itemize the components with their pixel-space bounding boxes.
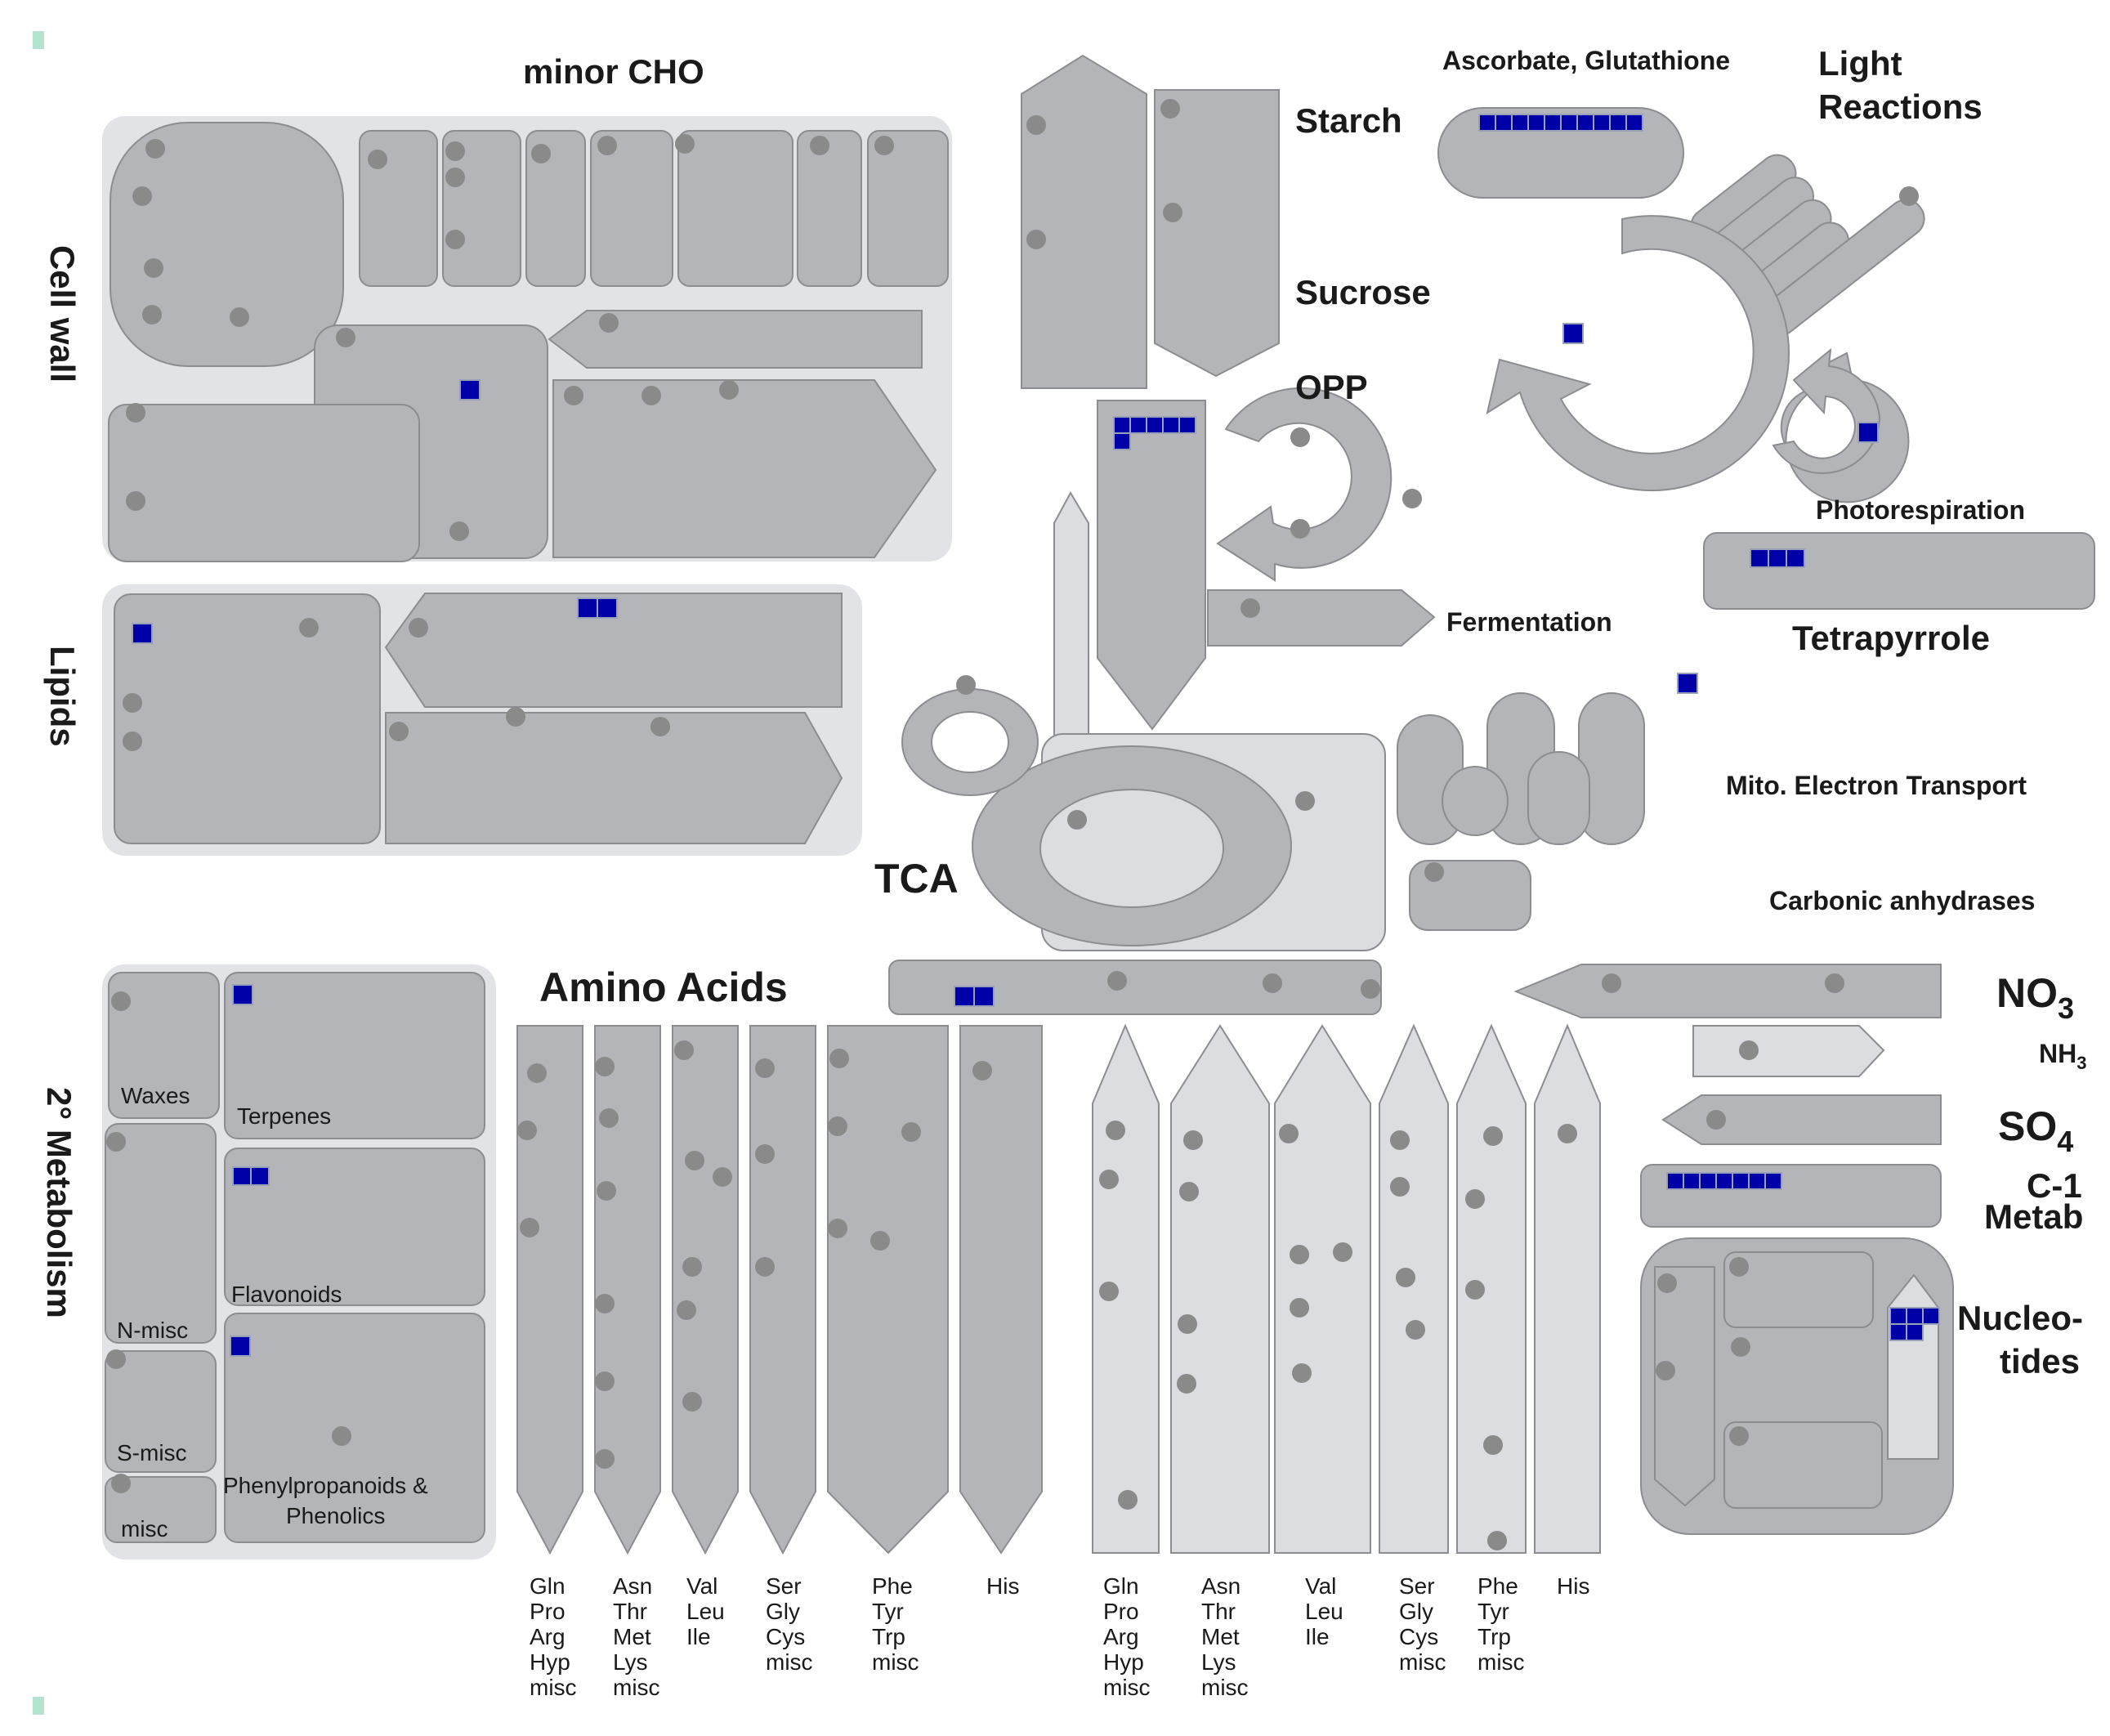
label-lipids: Lipids — [43, 646, 82, 747]
aa-synthesis-label-1-0: Asn — [613, 1573, 652, 1599]
label-c1-metab-2: Metab — [1984, 1197, 2083, 1236]
aa-degradation-label-0-3: Hyp — [1103, 1649, 1144, 1675]
aa-synthesis-label-1-1: Thr — [613, 1599, 647, 1624]
label-light-reactions-2: Reactions — [1818, 87, 1983, 126]
label-light-reactions-1: Light — [1818, 44, 1902, 83]
aa-degradation-label-3-0: Ser — [1399, 1573, 1435, 1599]
starch-sucrose-group — [1021, 54, 1280, 389]
aa-synthesis-label-4-2: Trp — [872, 1624, 905, 1649]
label-tetrapyrrole: Tetrapyrrole — [1792, 619, 1990, 657]
photosynthesis-group — [1437, 107, 2095, 694]
aa-degradation-label-2-0: Val — [1305, 1573, 1336, 1599]
label-opp: OPP — [1295, 368, 1368, 406]
amino-acid-bar-group — [888, 960, 1382, 1015]
label-ascorbate: Ascorbate, Glutathione — [1442, 46, 1730, 75]
label-nucleotides-1: Nucleo- — [1957, 1299, 2083, 1337]
tca-group — [901, 675, 1386, 951]
label-starch: Starch — [1295, 101, 1402, 140]
aa-synthesis-label-0-1: Pro — [530, 1599, 565, 1624]
aa-degradation-label-0-2: Arg — [1103, 1624, 1139, 1649]
cell-wall-group — [102, 116, 952, 562]
label-phenylpropanoids-2: Phenolics — [286, 1503, 385, 1528]
aa-synthesis-label-3-1: Gly — [766, 1599, 800, 1624]
aa-synthesis-label-1-2: Met — [613, 1624, 651, 1649]
label-cell-wall: Cell wall — [43, 245, 82, 383]
aa-synthesis-label-2-0: Val — [686, 1573, 717, 1599]
aa-degradation-label-5-0: His — [1557, 1573, 1589, 1599]
label-amino-acids: Amino Acids — [539, 964, 788, 1010]
label-waxes: Waxes — [121, 1083, 190, 1108]
label-n-misc: N-misc — [117, 1318, 188, 1343]
label-mito-electron-transport: Mito. Electron Transport — [1726, 771, 2027, 800]
aa-degradation-label-1-4: misc — [1201, 1675, 1249, 1700]
label-terpenes: Terpenes — [237, 1103, 331, 1129]
aa-synthesis-label-3-0: Ser — [766, 1573, 802, 1599]
label-so4: SO4 — [1998, 1103, 2073, 1158]
aa-synthesis-label-5-0: His — [986, 1573, 1019, 1599]
label-flavonoids: Flavonoids — [231, 1282, 342, 1307]
aa-synthesis-label-0-3: Hyp — [530, 1649, 570, 1675]
label-carbonic-anhydrases: Carbonic anhydrases — [1769, 886, 2035, 915]
label-tca: TCA — [874, 856, 959, 902]
label-no3: NO3 — [1996, 970, 2074, 1025]
secondary-metabolism-group — [102, 964, 496, 1559]
label-photorespiration: Photorespiration — [1816, 495, 2025, 525]
label-minor-cho: minor CHO — [523, 52, 704, 91]
aa-degradation-label-2-2: Ile — [1305, 1624, 1330, 1649]
aa-synthesis-label-0-2: Arg — [530, 1624, 565, 1649]
aa-synthesis-label-4-0: Phe — [872, 1573, 913, 1599]
aa-degradation-label-0-4: misc — [1103, 1675, 1151, 1700]
aa-degradation-label-4-2: Trp — [1477, 1624, 1511, 1649]
aa-synthesis-labels: GlnProArgHypmiscAsnThrMetLysmiscValLeuIl… — [530, 1573, 1019, 1700]
label-nh3: NH3 — [2039, 1039, 2086, 1073]
lipids-group — [102, 584, 862, 856]
aa-degradation-label-4-1: Tyr — [1477, 1599, 1509, 1624]
corner-marker — [33, 1697, 44, 1715]
label-phenylpropanoids-1: Phenylpropanoids & — [223, 1473, 428, 1498]
aa-degradation-label-3-1: Gly — [1399, 1599, 1433, 1624]
aa-synthesis-label-4-1: Tyr — [872, 1599, 904, 1624]
label-fermentation: Fermentation — [1446, 607, 1612, 637]
aa-synthesis-label-1-3: Lys — [613, 1649, 648, 1675]
aa-degradation-label-1-0: Asn — [1201, 1573, 1241, 1599]
aa-degradation-label-0-0: Gln — [1103, 1573, 1139, 1599]
label-nucleotides-2: tides — [2000, 1342, 2080, 1380]
aa-synthesis-columns — [516, 1025, 1043, 1555]
aa-degradation-label-1-3: Lys — [1201, 1649, 1236, 1675]
glycolysis-opp-group — [1053, 387, 1436, 736]
label-secondary-metabolism: 2° Metabolism — [40, 1087, 78, 1318]
aa-degradation-label-1-2: Met — [1201, 1624, 1240, 1649]
aa-degradation-label-2-1: Leu — [1305, 1599, 1343, 1624]
aa-synthesis-label-3-2: Cys — [766, 1624, 805, 1649]
aa-synthesis-label-3-3: misc — [766, 1649, 813, 1675]
aa-synthesis-label-2-1: Leu — [686, 1599, 725, 1624]
aa-degradation-labels: GlnProArgHypmiscAsnThrMetLysmiscValLeuIl… — [1103, 1573, 1589, 1700]
aa-synthesis-label-0-0: Gln — [530, 1573, 565, 1599]
aa-synthesis-label-2-2: Ile — [686, 1624, 711, 1649]
aa-degradation-label-3-2: Cys — [1399, 1624, 1438, 1649]
aa-synthesis-label-4-3: misc — [872, 1649, 919, 1675]
aa-degradation-label-4-3: misc — [1477, 1649, 1525, 1675]
aa-degradation-label-4-0: Phe — [1477, 1573, 1518, 1599]
aa-degradation-label-0-1: Pro — [1103, 1599, 1139, 1624]
aa-degradation-label-1-1: Thr — [1201, 1599, 1236, 1624]
corner-marker — [33, 31, 44, 49]
aa-synthesis-label-1-4: misc — [613, 1675, 660, 1700]
aa-degradation-label-3-3: misc — [1399, 1649, 1446, 1675]
aa-synthesis-label-0-4: misc — [530, 1675, 577, 1700]
label-c1-metab-1: C-1 — [2027, 1166, 2082, 1205]
mito-electron-transport-group — [1397, 692, 1645, 931]
label-sucrose: Sucrose — [1295, 273, 1431, 311]
label-misc: misc — [121, 1516, 168, 1541]
nucleotides-group — [1640, 1237, 1954, 1535]
label-s-misc: S-misc — [117, 1440, 187, 1465]
nitrogen-sulfur-group — [1513, 964, 1942, 1228]
aa-degradation-columns — [1092, 1023, 1601, 1554]
